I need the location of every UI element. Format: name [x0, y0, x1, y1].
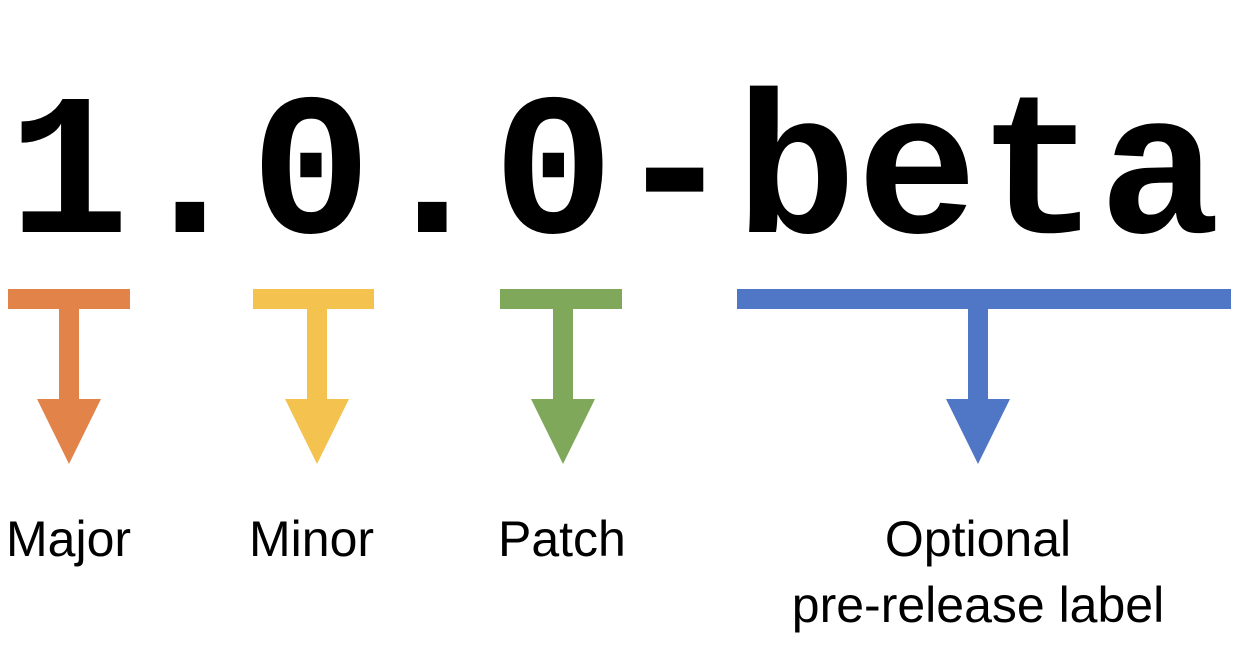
major-arrow [8, 289, 130, 464]
patch-arrowhead [531, 399, 595, 464]
minor-arrowhead [285, 399, 349, 464]
patch-bracket [500, 289, 622, 309]
prerelease-arrow [737, 289, 1231, 464]
patch-arrow [500, 289, 622, 464]
version-string: 1.0.0-beta [8, 64, 1221, 293]
prerelease-stem [968, 300, 988, 404]
prerelease-label-line1: Optional [884, 511, 1072, 567]
minor-stem [307, 300, 327, 404]
major-bracket [8, 289, 130, 309]
major-arrowhead [37, 399, 101, 464]
minor-arrow [253, 289, 374, 464]
minor-label: Minor [249, 511, 375, 567]
prerelease-label-line2: pre-release label [791, 577, 1165, 633]
patch-label: Patch [498, 511, 626, 567]
patch-stem [553, 300, 573, 404]
prerelease-arrowhead [946, 399, 1010, 464]
minor-bracket [253, 289, 374, 309]
major-stem [59, 300, 79, 404]
major-label: Major [6, 511, 132, 567]
prerelease-bracket [737, 289, 1231, 309]
